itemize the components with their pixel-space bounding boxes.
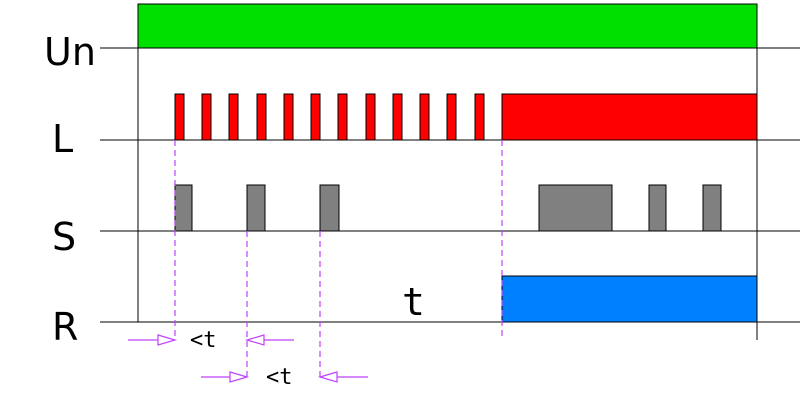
- guide-lines: [174, 140, 503, 380]
- l-pulse: [201, 93, 212, 141]
- time-label-t: t: [402, 280, 425, 324]
- s-pulse-group: [174, 184, 722, 232]
- arrow-right-icon: [201, 371, 250, 383]
- l-continuous-bar: [501, 93, 758, 141]
- row-label-s: S: [52, 215, 76, 259]
- arrow-left-icon: [317, 371, 368, 383]
- s-pulse: [702, 184, 722, 232]
- l-pulse: [256, 93, 267, 141]
- row-label-l: L: [52, 117, 73, 161]
- l-pulse: [392, 93, 403, 141]
- l-pulse: [446, 93, 457, 141]
- l-pulse: [310, 93, 321, 141]
- s-pulse: [319, 184, 340, 232]
- s-pulse: [648, 184, 667, 232]
- un-signal-bar: [137, 3, 758, 49]
- row-label-r: R: [52, 305, 78, 349]
- interval-label-less-t: <t: [190, 328, 217, 353]
- arrow-left-icon: [244, 334, 294, 346]
- row-label-un: Un: [44, 30, 96, 74]
- s-pulse-long: [538, 184, 613, 232]
- l-pulse: [365, 93, 376, 141]
- l-pulse: [174, 93, 185, 141]
- l-pulse: [419, 93, 430, 141]
- s-pulse: [246, 184, 266, 232]
- arrow-right-icon: [128, 334, 178, 346]
- l-pulse-group: [174, 93, 758, 141]
- s-pulse: [174, 184, 193, 232]
- r-output-bar: [501, 275, 758, 323]
- l-pulse: [474, 93, 485, 141]
- interval-label-less-t: <t: [266, 365, 293, 390]
- l-pulse: [228, 93, 239, 141]
- interval-arrows: [128, 334, 368, 383]
- l-pulse: [283, 93, 294, 141]
- l-pulse: [337, 93, 348, 141]
